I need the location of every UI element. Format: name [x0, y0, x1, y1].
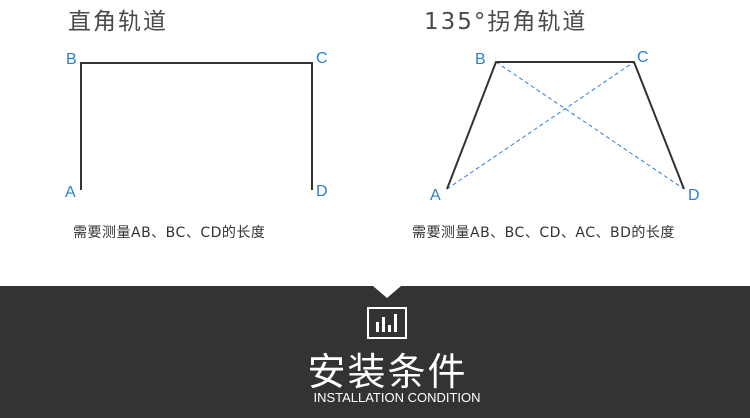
right-angle-track-panel: 直角轨道 A B C D 需要测量AB、BC、CD的长度: [0, 0, 375, 286]
section-title: 安装条件: [307, 350, 468, 394]
point-label-c: C: [637, 49, 649, 66]
point-label-b: B: [66, 51, 77, 68]
corner-track-title: 135°拐角轨道: [424, 9, 588, 35]
point-label-d: D: [316, 183, 328, 200]
bar-chart-icon: [367, 307, 407, 339]
corner-track-panel: 135°拐角轨道 A B C D 需要测量AB、BC、CD、AC、BD的长度: [375, 0, 750, 286]
diagonal-ac-line: [446, 61, 635, 190]
right-angle-track-caption: 需要测量AB、BC、CD的长度: [73, 225, 266, 241]
point-label-a: A: [65, 184, 76, 201]
section-subtitle: INSTALLATION CONDITION: [313, 390, 481, 405]
banner-notch: [373, 286, 401, 298]
corner-track-diagram: A B C D: [430, 49, 700, 204]
right-angle-track-diagram: A B C D: [65, 50, 328, 201]
point-label-b: B: [475, 51, 486, 68]
point-label-c: C: [316, 50, 328, 67]
right-angle-track-line: [80, 62, 313, 190]
right-angle-track-title: 直角轨道: [68, 9, 168, 35]
diagonal-bd-line: [495, 61, 685, 190]
installation-section-banner: 安装条件 INSTALLATION CONDITION: [0, 286, 750, 418]
point-label-d: D: [688, 187, 700, 204]
point-label-a: A: [430, 187, 441, 204]
corner-track-caption: 需要测量AB、BC、CD、AC、BD的长度: [412, 225, 675, 241]
corner-track-line: [446, 61, 685, 190]
